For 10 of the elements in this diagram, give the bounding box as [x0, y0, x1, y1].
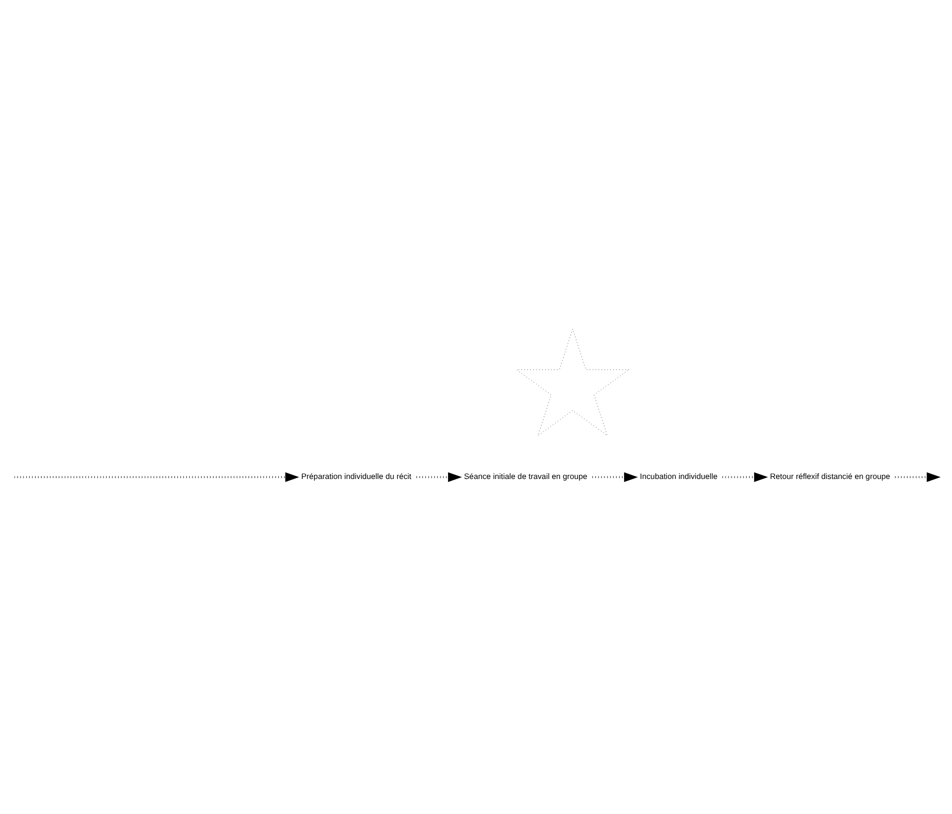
- arrow: [722, 472, 768, 482]
- arrow: [592, 472, 638, 482]
- node-text: Retour réflexif distancié en groupe: [770, 472, 890, 481]
- node-text: Incubation individuelle: [640, 472, 718, 481]
- node-star: [516, 328, 629, 436]
- node-text: Préparation individuelle du récit: [301, 472, 412, 481]
- arrow: [895, 472, 941, 482]
- arrow: [14, 472, 300, 482]
- node-text: Séance initiale de travail en groupe: [464, 472, 588, 481]
- arrow: [416, 472, 462, 482]
